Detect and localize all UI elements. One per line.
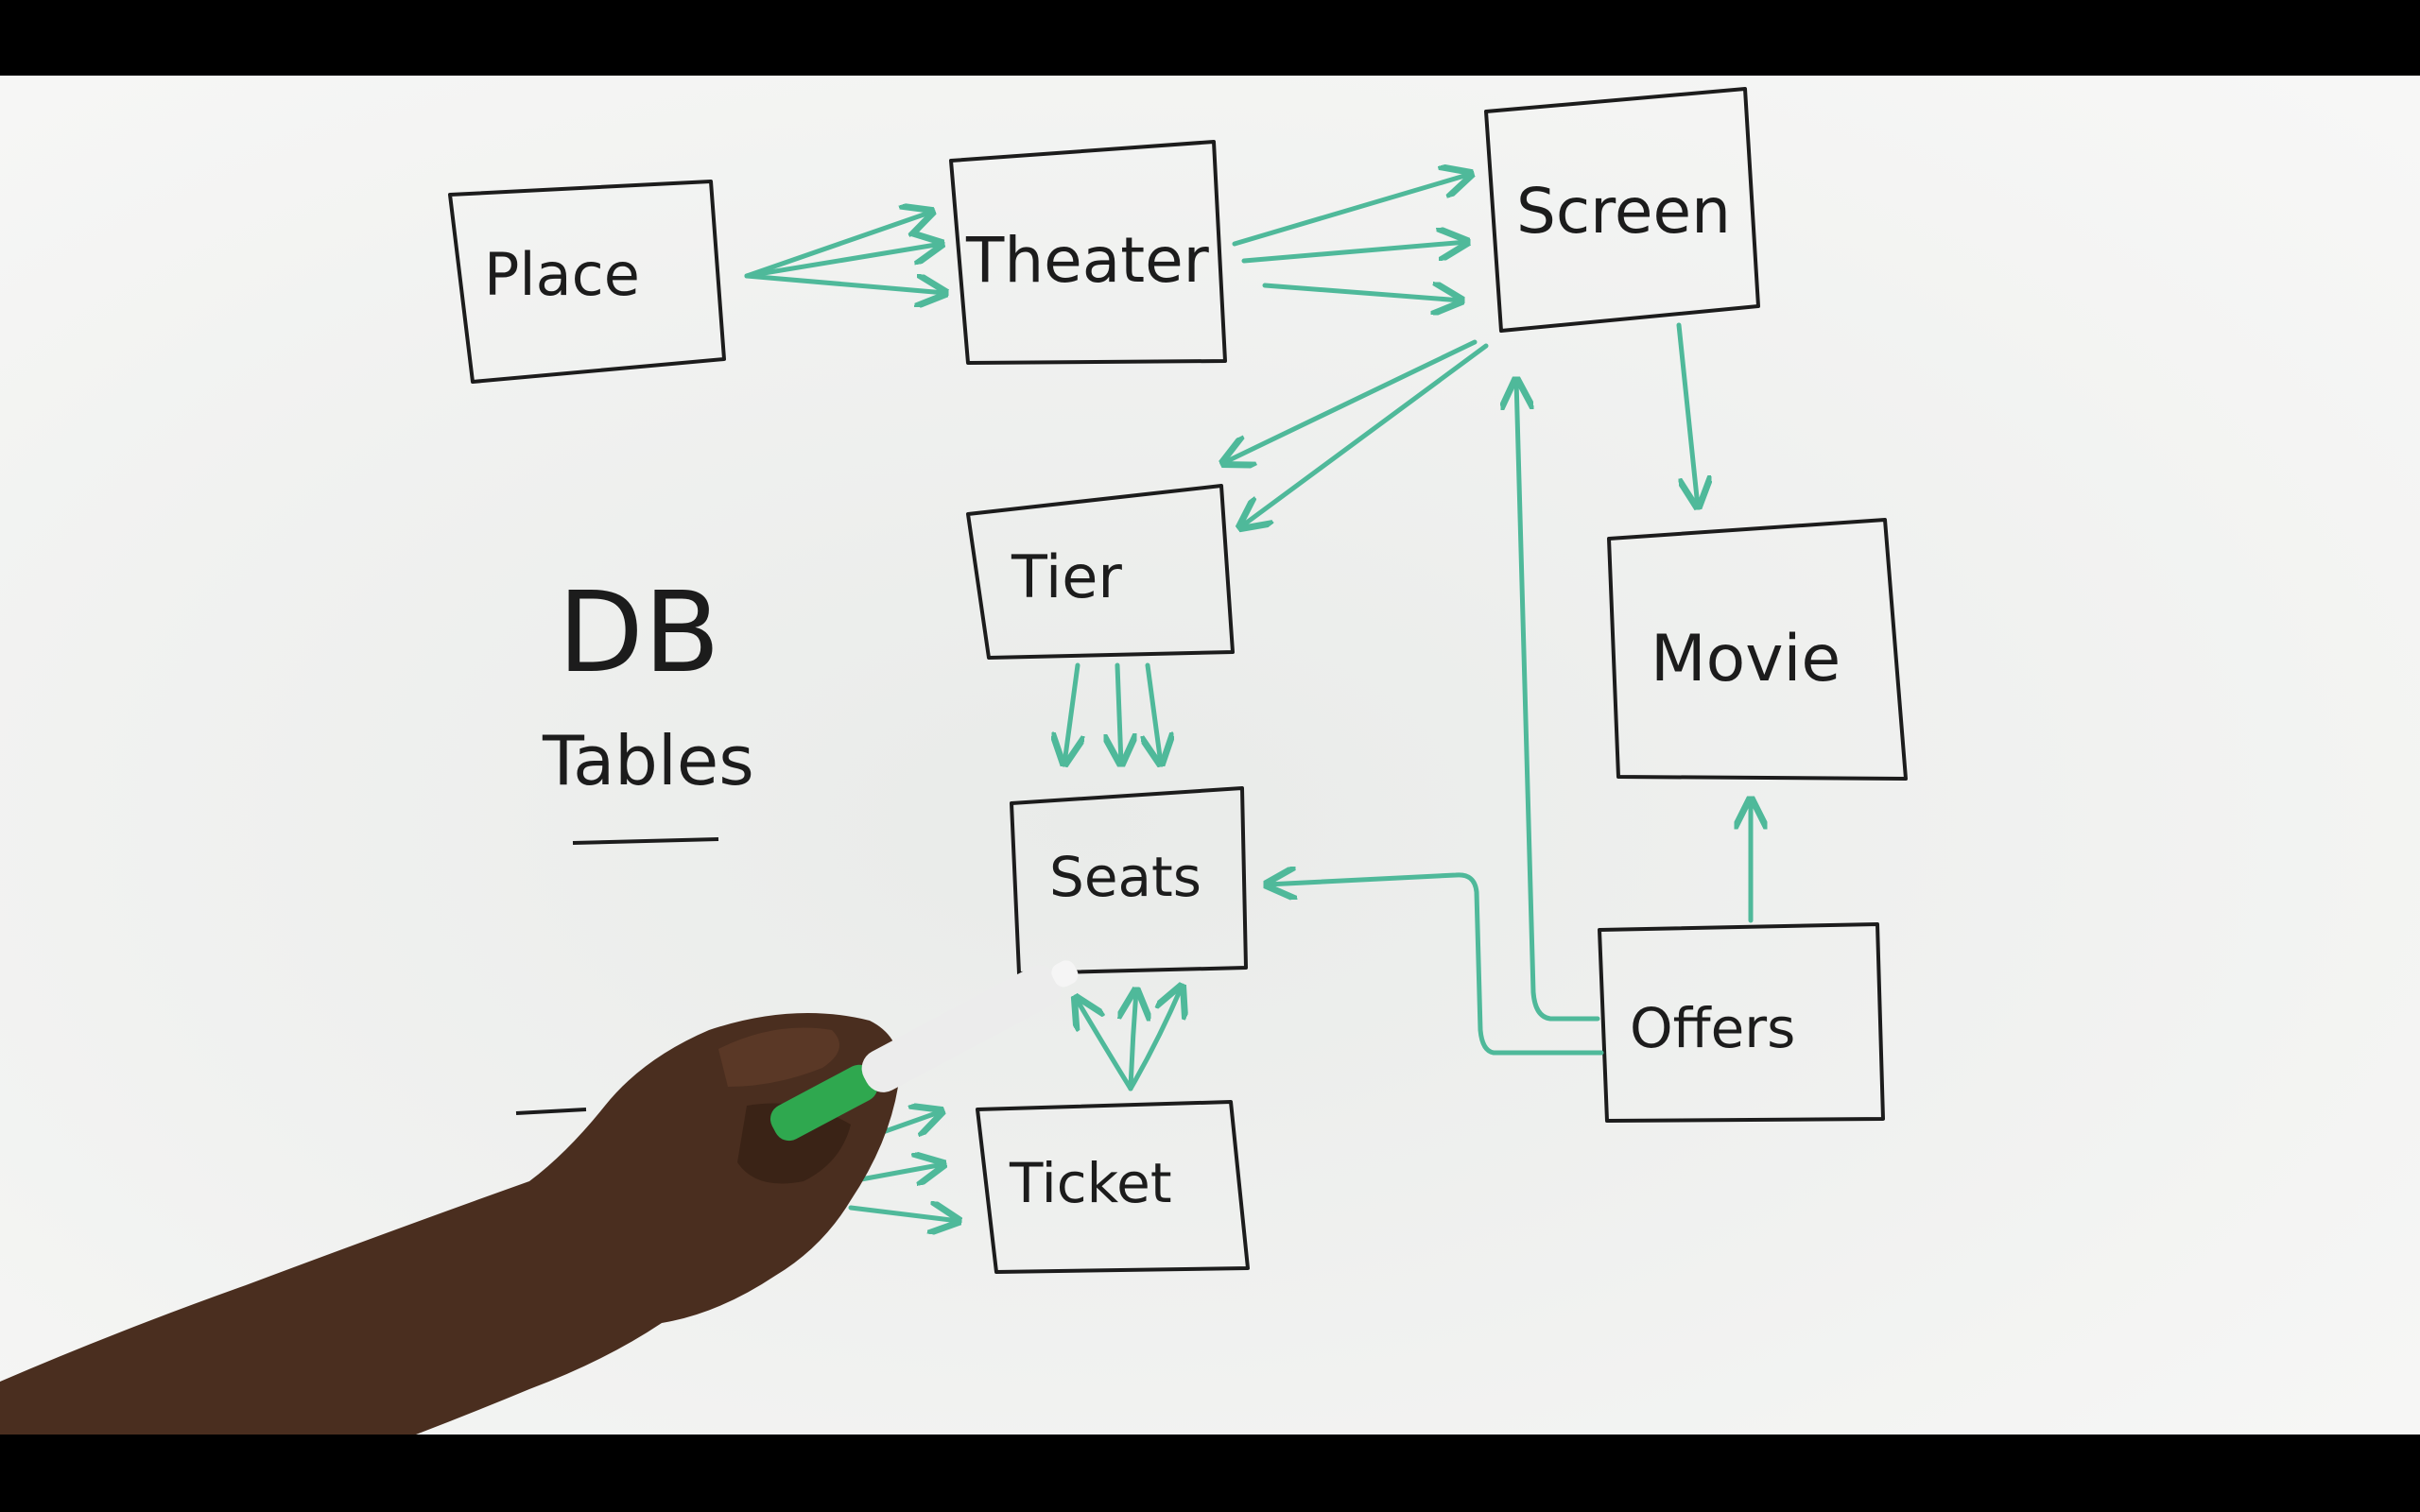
movie-box — [1607, 518, 1908, 781]
arrow-theater-screen-3 — [1262, 285, 1461, 301]
thumb — [718, 1027, 839, 1087]
arrow-tier-seats-3 — [1148, 662, 1161, 764]
arrow-screen-tier-2 — [1240, 343, 1489, 527]
marker — [769, 960, 1079, 1142]
arrow-hidden-ticket-2 — [848, 1164, 943, 1181]
arrow-tier-seats-1 — [1064, 662, 1078, 764]
tables-underline — [572, 837, 719, 845]
hidden-table-box — [515, 1108, 587, 1115]
tier-box — [966, 484, 1235, 660]
screen-label: Screen — [1516, 175, 1731, 248]
place-label: Place — [484, 240, 640, 309]
tables-subtitle: Tables — [542, 721, 754, 800]
arrow-place-theater-1 — [744, 212, 932, 279]
arrow-ticket-seats-3 — [1128, 987, 1182, 1091]
offers-label: Offers — [1630, 996, 1795, 1060]
seats-box — [1010, 786, 1248, 975]
presenter-hand — [0, 960, 1079, 1435]
offers-box — [1598, 922, 1885, 1123]
whiteboard — [0, 76, 2420, 1435]
seats-label: Seats — [1049, 845, 1201, 909]
arrow-theater-screen-2 — [1241, 242, 1467, 264]
theater-label: Theater — [965, 224, 1210, 297]
arm — [0, 1013, 900, 1435]
arrow-offers-seats — [1267, 875, 1604, 1056]
arrow-ticket-seats-2 — [1131, 990, 1136, 1091]
table-labels: Place Theater Screen Tier Movie Seats Of… — [484, 175, 1841, 1215]
tier-label: Tier — [1011, 542, 1122, 611]
db-title: DB — [558, 567, 720, 697]
arrow-theater-screen-1 — [1232, 174, 1471, 247]
arrow-place-theater-3 — [744, 273, 945, 293]
marker-tip — [1051, 960, 1079, 988]
arrow-offers-screen — [1516, 380, 1600, 1022]
arrow-hidden-ticket-3 — [848, 1208, 959, 1221]
ticket-label: Ticket — [1009, 1151, 1172, 1215]
screen-box — [1484, 87, 1760, 333]
table-boxes — [448, 87, 1908, 1274]
letterbox-top — [0, 0, 2420, 76]
movie-label: Movie — [1651, 622, 1841, 696]
arrow-ticket-seats-1 — [1076, 998, 1133, 1091]
marker-cap — [861, 965, 1062, 1092]
theater-box — [949, 140, 1227, 365]
relation-arrows — [744, 174, 1751, 1221]
arrow-tier-seats-2 — [1117, 662, 1121, 764]
marker-body — [769, 1064, 878, 1142]
ticket-box — [976, 1100, 1250, 1274]
place-box — [448, 180, 726, 384]
letterbox-bottom — [0, 1435, 2420, 1512]
arrow-place-theater-2 — [744, 244, 942, 279]
arrow-screen-movie — [1676, 322, 1698, 507]
arrow-screen-tier-1 — [1223, 339, 1478, 463]
